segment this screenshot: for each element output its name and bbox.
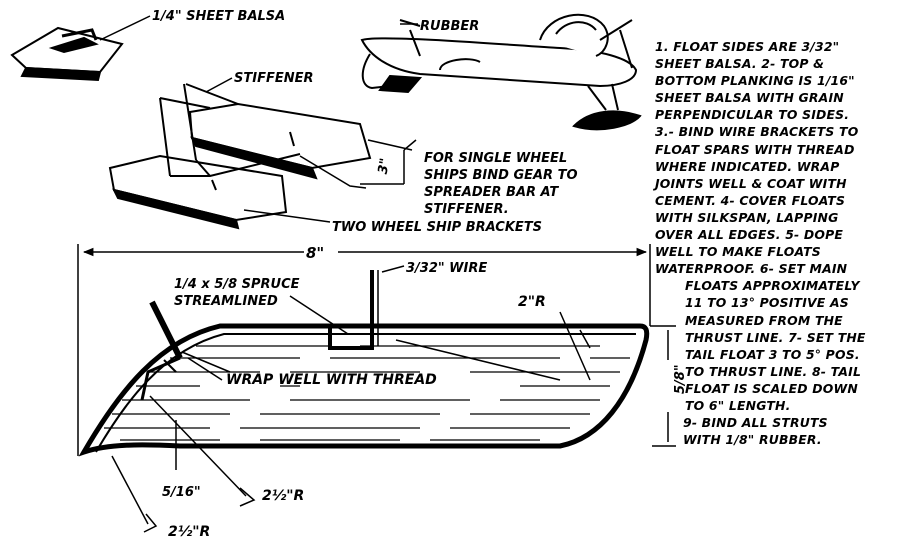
rubber-label: RUBBER (420, 19, 479, 34)
note-line: BOTTOM PLANKING IS 1/16" (655, 73, 855, 89)
note-line: WATERPROOF. 6- SET MAIN (655, 261, 848, 277)
note-line: FLOAT SPARS WITH THREAD (655, 141, 855, 157)
single-wheel-note-line4: STIFFENER. (424, 202, 509, 217)
float-height-label: 5/8" (673, 364, 688, 394)
radius-2in-label: 2"R (518, 294, 546, 310)
note-line: 9- BIND ALL STRUTS (683, 415, 828, 431)
note-line: CEMENT. 4- COVER FLOATS (655, 192, 846, 208)
note-line: MEASURED FROM THE (685, 312, 843, 328)
wrap-thread-label: WRAP WELL WITH THREAD (226, 372, 437, 388)
dimension-3in (360, 139, 417, 185)
radius-2-5in-label-upper: 2½"R (262, 488, 304, 504)
note-line: JOINTS WELL & COAT WITH (655, 175, 847, 191)
dimension-3in-label: 3" (376, 157, 394, 175)
stiffener-sketch (108, 83, 372, 230)
single-wheel-note-line1: FOR SINGLE WHEEL (424, 151, 567, 166)
note-line: FLOATS APPROXIMATELY (685, 278, 860, 294)
wire-label: 3/32" WIRE (406, 261, 487, 276)
two-wheel-brackets-label: TWO WHEEL SHIP BRACKETS (332, 220, 542, 235)
single-wheel-note-line3: SPREADER BAR AT (424, 185, 559, 200)
construction-notes: 1. FLOAT SIDES ARE 3/32" SHEET BALSA. 2-… (655, 38, 913, 448)
note-line: TAIL FLOAT 3 TO 5° POS. (685, 346, 860, 362)
sheet-balsa-label: 1/4" SHEET BALSA (152, 9, 285, 24)
spruce-label-line1: 1/4 x 5/8 SPRUCE (174, 277, 300, 292)
dimension-5-16-label: 5/16" (162, 485, 201, 500)
stiffener-label: STIFFENER (234, 71, 313, 86)
airplane-sketch (360, 13, 642, 131)
note-line: FLOAT IS SCALED DOWN (685, 380, 858, 396)
note-line: 11 TO 13° POSITIVE AS (685, 295, 849, 311)
note-line: 1. FLOAT SIDES ARE 3/32" (655, 39, 840, 54)
note-line: WELL TO MAKE FLOATS (655, 244, 821, 260)
note-line: THRUST LINE. 7- SET THE (685, 329, 866, 345)
note-line: WITH SILKSPAN, LAPPING (655, 209, 839, 225)
single-wheel-note-line2: SHIPS BIND GEAR TO (424, 168, 578, 183)
radius-2-5in-label-lower: 2½"R (168, 524, 210, 540)
overall-length-label: 8" (306, 244, 324, 262)
note-line: OVER ALL EDGES. 5- DOPE (655, 227, 844, 243)
spruce-label-line2: STREAMLINED (174, 294, 278, 309)
note-line: WITH 1/8" RUBBER. (683, 432, 822, 448)
note-line: WHERE INDICATED. WRAP (655, 158, 840, 174)
note-line: PERPENDICULAR TO SIDES. (655, 107, 850, 123)
sheet-balsa-sketch (10, 15, 151, 82)
note-line: SHEET BALSA WITH GRAIN (655, 90, 844, 106)
main-float-profile (77, 244, 676, 533)
note-line: 3.- BIND WIRE BRACKETS TO (655, 124, 859, 140)
note-line: TO THRUST LINE. 8- TAIL (685, 363, 862, 379)
note-line: TO 6" LENGTH. (685, 397, 791, 413)
note-line: SHEET BALSA. 2- TOP & (655, 56, 825, 72)
